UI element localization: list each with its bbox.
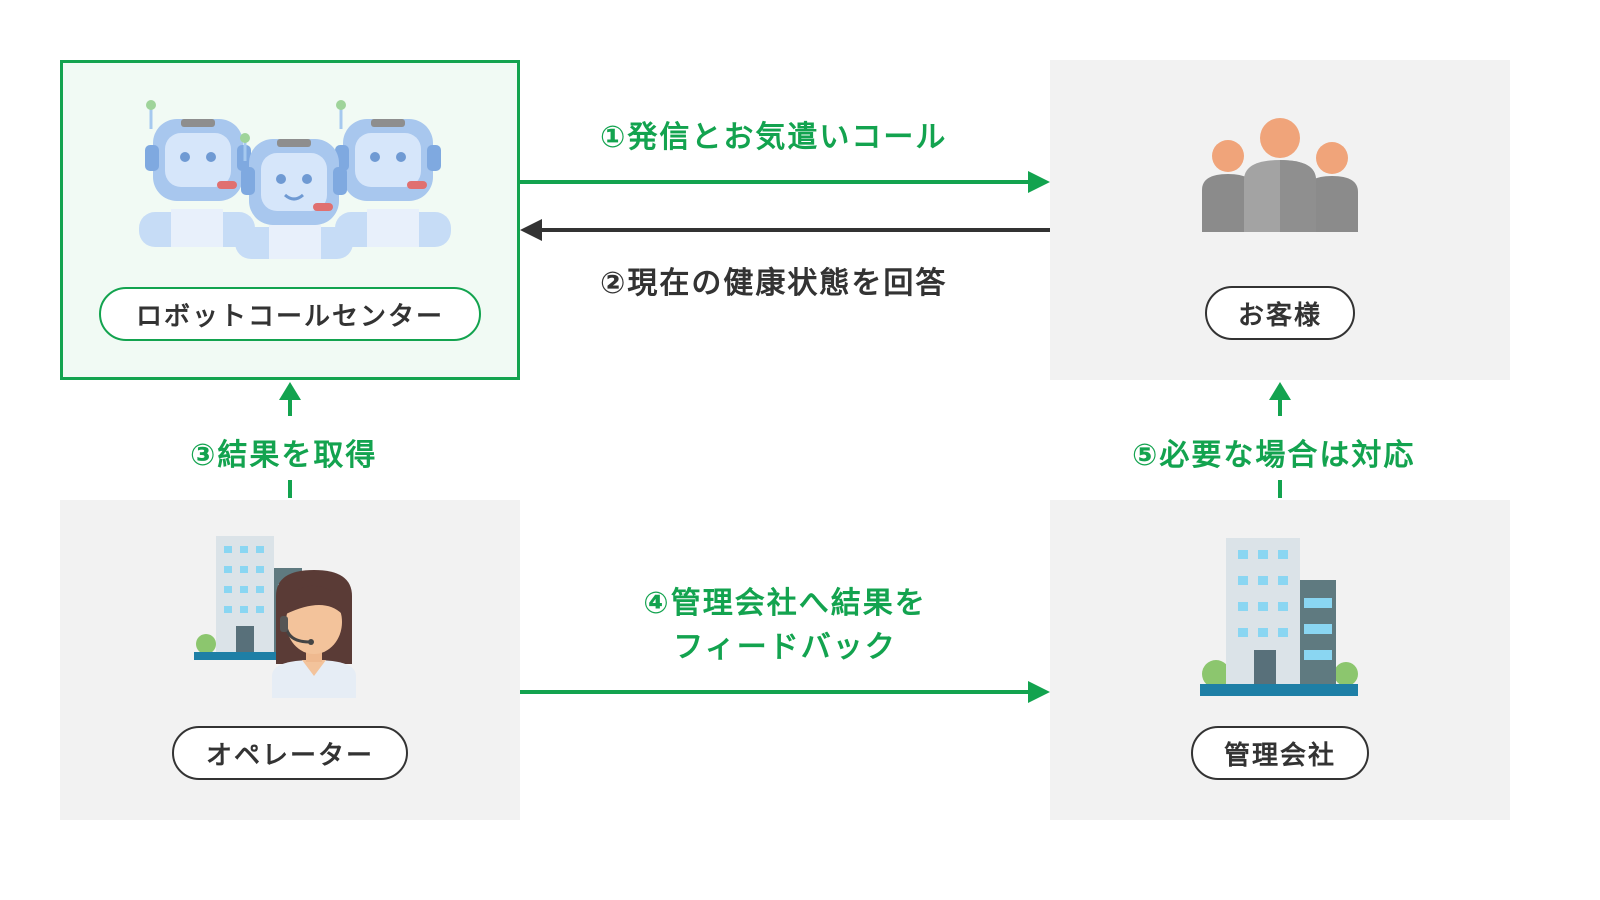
robot-operators-icon	[139, 100, 451, 259]
arrow-step5	[1269, 382, 1291, 498]
step4-label-line2: フィードバック	[673, 630, 897, 665]
step5-label: ⑤必要な場合は対応	[1132, 438, 1416, 473]
step4-label-line1: ④管理会社へ結果を	[643, 586, 927, 621]
arrow-step3	[279, 382, 301, 498]
customer-label: お客様	[1205, 286, 1355, 340]
step4-label: ④管理会社へ結果を フィードバック	[600, 582, 970, 670]
robot-call-center-box: ロボットコールセンター	[60, 60, 520, 380]
step1-label: ①発信とお気遣いコール	[600, 120, 948, 155]
robot-call-center-label: ロボットコールセンター	[99, 287, 481, 341]
step2-label: ②現在の健康状態を回答	[600, 266, 948, 301]
management-company-box: 管理会社	[1050, 500, 1510, 820]
operator-box: オペレーター	[60, 500, 520, 820]
arrow-step1	[520, 171, 1050, 193]
operator-with-building-icon	[194, 536, 356, 698]
management-company-label: 管理会社	[1191, 726, 1369, 780]
people-group-icon	[1202, 118, 1358, 232]
office-building-icon	[1200, 538, 1358, 696]
customer-box: お客様	[1050, 60, 1510, 380]
arrow-step2	[520, 219, 1050, 241]
step3-label: ③結果を取得	[190, 438, 378, 473]
arrow-step4	[520, 681, 1050, 703]
operator-label: オペレーター	[172, 726, 408, 780]
